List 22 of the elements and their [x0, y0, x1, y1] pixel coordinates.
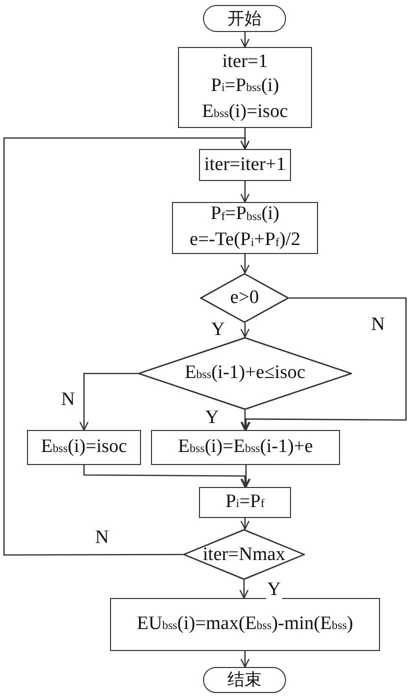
arrow — [241, 297, 407, 431]
decision-diamond: iter=Nmax — [183, 529, 305, 580]
arrow — [240, 254, 250, 274]
arrow — [239, 580, 249, 599]
arrow — [83, 465, 250, 488]
edge-label: Y — [266, 580, 282, 600]
arrow — [3, 137, 250, 556]
decision-diamond: e>0 — [200, 273, 289, 323]
arrow — [240, 181, 250, 203]
process-box: iter=iter+1 — [199, 149, 291, 181]
arrow — [240, 410, 250, 431]
process-box — [172, 202, 318, 254]
arrow — [240, 323, 250, 338]
arrow — [240, 32, 250, 48]
process-box — [178, 47, 312, 128]
arrow — [240, 518, 250, 530]
arrow — [241, 465, 251, 488]
arrow — [240, 651, 250, 668]
arrow — [79, 372, 138, 431]
terminal-box: 结束 — [203, 667, 286, 693]
terminal-box: 开始 — [203, 5, 286, 32]
formula-text: iter=1 — [222, 50, 268, 74]
